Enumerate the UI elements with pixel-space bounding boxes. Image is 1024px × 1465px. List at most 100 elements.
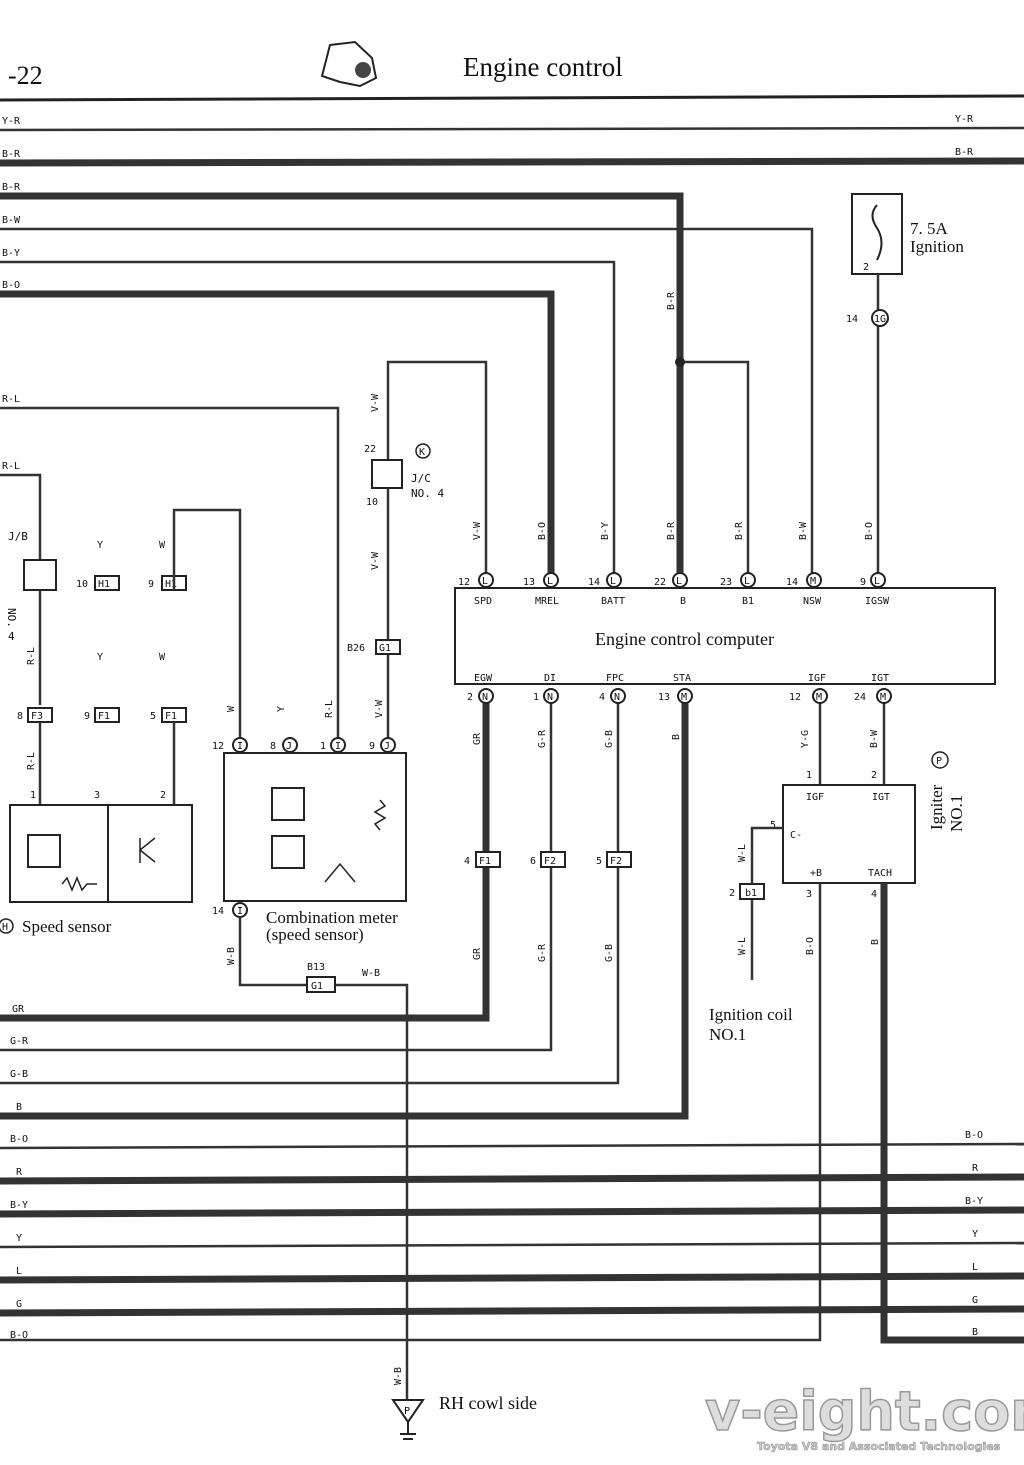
svg-text:IGF: IGF <box>806 792 824 803</box>
svg-text:DI: DI <box>544 673 556 684</box>
svg-text:M: M <box>810 576 816 587</box>
svg-text:B1: B1 <box>742 596 754 607</box>
jc-name: J/C <box>411 472 431 485</box>
svg-text:23: 23 <box>720 577 732 588</box>
svg-text:F1: F1 <box>165 711 177 722</box>
engine-control-computer <box>454 587 996 685</box>
svg-text:H1: H1 <box>165 579 177 590</box>
svg-text:V-W: V-W <box>472 521 483 540</box>
junction-block <box>23 559 57 591</box>
ignition-coil-label: Ignition coil <box>709 1005 793 1024</box>
svg-text:4: 4 <box>599 692 605 703</box>
wire-label: B-O <box>2 280 20 291</box>
svg-text:B26: B26 <box>347 643 365 654</box>
svg-text:Y-G: Y-G <box>800 730 811 748</box>
svg-text:9: 9 <box>369 741 375 752</box>
svg-text:1G: 1G <box>874 314 886 325</box>
svg-text:W-L: W-L <box>737 937 748 955</box>
svg-text:GR: GR <box>472 947 483 960</box>
svg-text:22: 22 <box>654 577 666 588</box>
svg-text:GR: GR <box>472 732 483 745</box>
svg-text:2: 2 <box>160 790 166 801</box>
svg-text:G: G <box>16 1299 22 1310</box>
svg-text:5: 5 <box>150 711 156 722</box>
svg-text:J: J <box>286 741 292 752</box>
svg-text:R-L: R-L <box>324 700 335 718</box>
svg-text:L: L <box>16 1266 22 1277</box>
svg-text:SPD: SPD <box>474 596 492 607</box>
svg-text:V-W: V-W <box>370 551 381 570</box>
svg-text:L: L <box>610 576 616 587</box>
fuse-name: Ignition <box>910 237 964 256</box>
svg-text:M: M <box>681 692 687 703</box>
svg-text:R: R <box>972 1163 979 1174</box>
svg-text:W: W <box>226 705 237 712</box>
svg-text:B-R: B-R <box>734 521 745 540</box>
svg-text:V-W: V-W <box>370 393 381 412</box>
engine-logo-icon <box>320 40 378 88</box>
svg-text:IGT: IGT <box>872 792 890 803</box>
svg-text:G-R: G-R <box>537 943 548 962</box>
svg-text:12: 12 <box>212 741 224 752</box>
svg-text:b1: b1 <box>745 888 757 899</box>
svg-text:B-O: B-O <box>805 937 816 955</box>
svg-text:IGT: IGT <box>871 673 889 684</box>
svg-text:B-O: B-O <box>10 1134 28 1145</box>
svg-text:C-: C- <box>790 830 802 841</box>
svg-text:NO.1: NO.1 <box>709 1025 746 1044</box>
svg-text:N: N <box>547 692 553 703</box>
svg-text:B-Y: B-Y <box>600 522 611 540</box>
speed-sensor-label: Speed sensor <box>22 917 112 936</box>
svg-text:M: M <box>880 692 886 703</box>
ecu-title: Engine control computer <box>595 629 774 649</box>
svg-text:B: B <box>680 596 686 607</box>
svg-text:G-B: G-B <box>604 730 615 748</box>
svg-text:v-eight.com: v-eight.com <box>705 1380 1024 1443</box>
junction-connector <box>371 459 403 489</box>
wire-label: Y-R <box>2 116 21 127</box>
svg-text:B-Y: B-Y <box>965 1196 983 1207</box>
svg-text:BATT: BATT <box>601 596 625 607</box>
bottom-wire-bundle: GR G-R G-B B B-O R B-Y Y L G B-O B-O R B… <box>0 1004 1024 1341</box>
svg-text:TACH: TACH <box>868 868 892 879</box>
svg-text:J/B: J/B <box>8 530 28 543</box>
svg-text:F2: F2 <box>544 856 556 867</box>
svg-text:STA: STA <box>673 673 691 684</box>
svg-text:B-R: B-R <box>666 521 677 540</box>
svg-text:N: N <box>614 692 620 703</box>
svg-text:3: 3 <box>806 889 812 900</box>
svg-text:Y: Y <box>97 540 103 551</box>
svg-text:NO.: NO. <box>5 608 18 628</box>
svg-text:1: 1 <box>30 790 36 801</box>
combination-meter: Combination meter (speed sensor) <box>223 752 407 944</box>
svg-text:13: 13 <box>523 577 535 588</box>
svg-text:B: B <box>972 1327 978 1338</box>
wire-label: R-L <box>2 394 20 405</box>
wire-label: R-L <box>2 461 20 472</box>
wire-label: B-R <box>666 291 677 310</box>
svg-text:F3: F3 <box>31 711 43 722</box>
svg-text:I: I <box>237 741 243 752</box>
left-wire-bundle: Y-R B-R B-R B-W B-Y B-O R-L R-L Y-R B-R <box>0 114 1024 750</box>
svg-text:9: 9 <box>84 711 90 722</box>
ground-label: RH cowl side <box>439 1393 537 1413</box>
svg-text:G-R: G-R <box>537 729 548 748</box>
svg-text:H: H <box>2 922 8 933</box>
connector-f1-f2: F14 F26 F25 GR G-R G-B <box>464 851 632 962</box>
svg-text:EGW: EGW <box>474 673 493 684</box>
svg-text:W-B: W-B <box>226 947 237 965</box>
svg-text:1: 1 <box>806 770 812 781</box>
svg-text:W-B: W-B <box>393 1367 404 1385</box>
svg-text:P: P <box>936 756 942 767</box>
watermark-logo: v-eight.com Toyota V8 and Associated Tec… <box>704 1379 1024 1453</box>
svg-text:13: 13 <box>658 692 670 703</box>
svg-text:G1: G1 <box>311 981 323 992</box>
svg-text:IGF: IGF <box>808 673 826 684</box>
svg-text:B-W: B-W <box>869 729 880 748</box>
svg-text:5: 5 <box>770 820 776 831</box>
svg-text:B13: B13 <box>307 962 325 973</box>
svg-text:NSW: NSW <box>803 596 822 607</box>
svg-text:B-O: B-O <box>864 522 875 540</box>
svg-text:B: B <box>671 734 682 740</box>
svg-text:F1: F1 <box>98 711 110 722</box>
